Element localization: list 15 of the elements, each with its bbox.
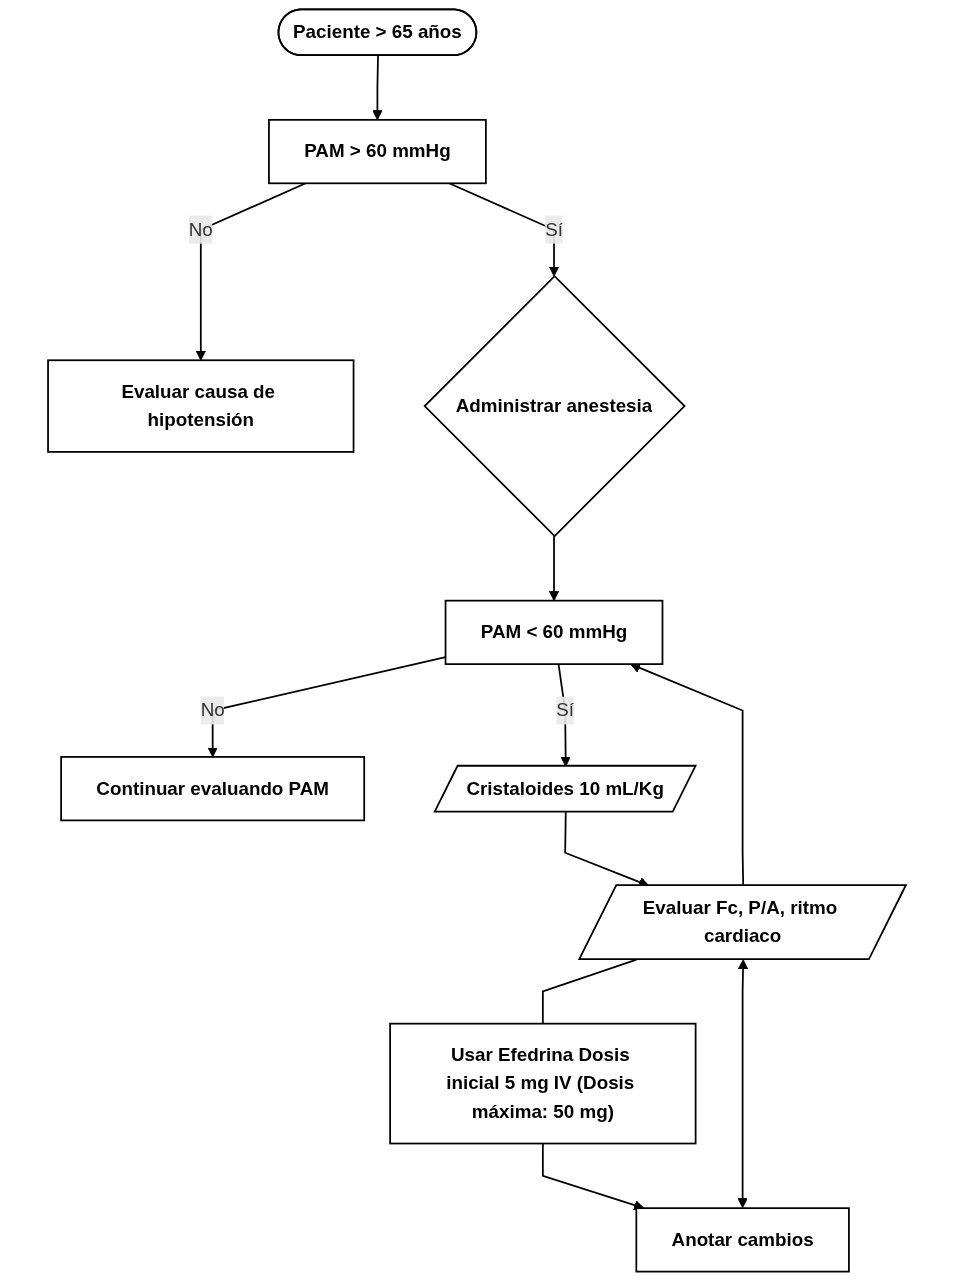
arrow xyxy=(372,54,383,121)
edge-label: No xyxy=(200,699,225,720)
arrow xyxy=(548,535,560,602)
node-box: Usar Efedrina Dosis inicial 5 mg IV (Dosis máxima: 50 mg) xyxy=(389,1022,697,1145)
edge-label: No xyxy=(188,219,213,240)
node-box: Continuar evaluando PAM xyxy=(60,756,366,822)
edge-label: Sí xyxy=(545,219,563,240)
node-box: PAM < 60 mmHg xyxy=(444,599,664,665)
node-box: Anotar cambios xyxy=(635,1207,850,1273)
edge-label: Sí xyxy=(556,699,575,720)
node-box: PAM > 60 mmHg xyxy=(268,118,487,185)
node-diamond: Administrar anestesia xyxy=(423,274,686,538)
arrow xyxy=(737,959,749,1209)
node-box: Evaluar causa de hipotensión xyxy=(47,359,355,453)
arrow xyxy=(195,182,307,361)
